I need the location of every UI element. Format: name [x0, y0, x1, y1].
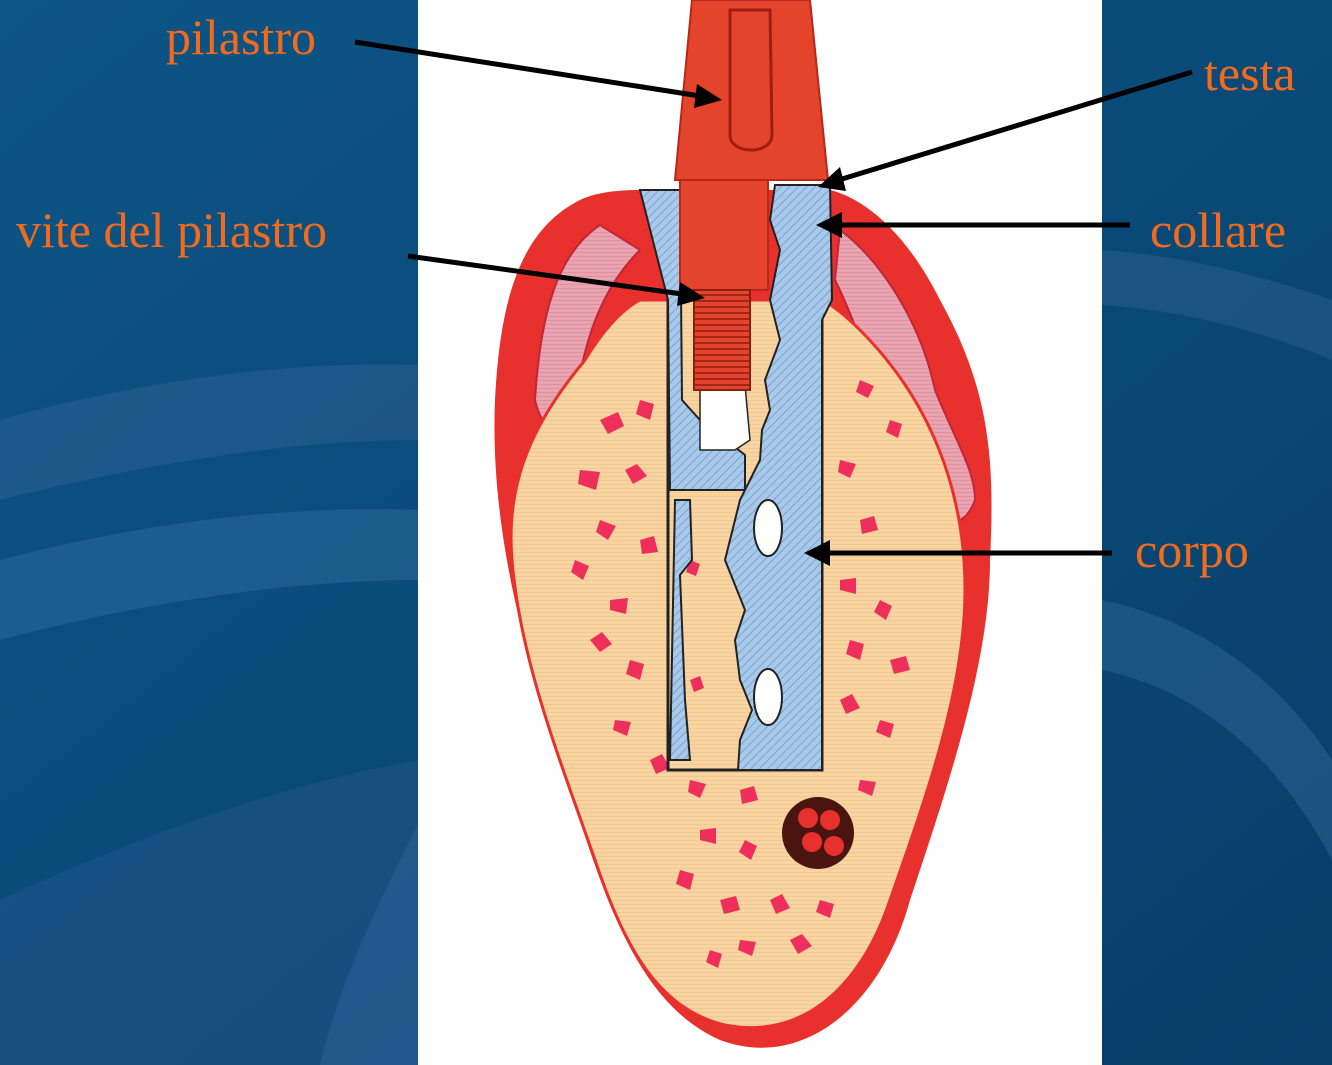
- label-vite-del-pilastro: vite del pilastro: [16, 205, 327, 255]
- mandibular-canal-illustration: [782, 797, 854, 869]
- label-corpo: corpo: [1135, 525, 1249, 575]
- label-collare: collare: [1150, 205, 1286, 255]
- label-pilastro: pilastro: [166, 12, 316, 62]
- label-testa: testa: [1204, 48, 1296, 98]
